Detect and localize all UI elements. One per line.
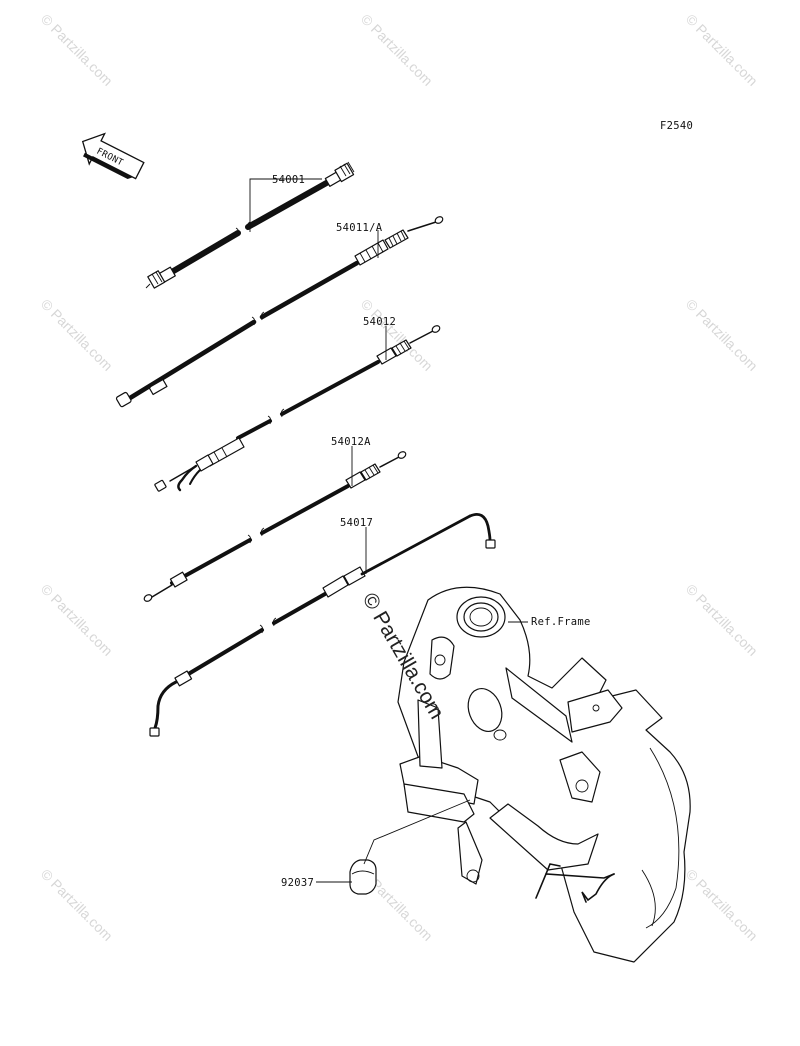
part-label-54012a[interactable]: 54012A [331,436,371,448]
figure-code: F2540 [660,120,693,132]
watermark: © Partzilla.com [683,11,761,89]
part-label-54017[interactable]: 54017 [340,517,373,529]
clamp-92037[interactable] [349,859,377,895]
watermark: © Partzilla.com [38,581,116,659]
leader-54001 [249,178,322,232]
leader-92037 [316,799,471,883]
speedometer-cable-54001[interactable] [145,161,355,289]
clutch-cable-54011a[interactable] [115,215,444,408]
throttle-cable-54012[interactable] [154,324,441,492]
watermark: © Partzilla.com [683,581,761,659]
part-label-92037[interactable]: 92037 [281,877,314,889]
watermark: © Partzilla.com [38,296,116,374]
reference-frame [397,586,691,963]
front-arrow-icon: FRONT [81,132,145,180]
watermark: © Partzilla.com [38,866,116,944]
watermark: © Partzilla.com [358,11,436,89]
part-label-54001[interactable]: 54001 [272,174,305,186]
watermark: © Partzilla.com [38,11,116,89]
ref-frame-label: Ref.Frame [531,616,591,628]
throttle-cable-54012a[interactable] [143,450,407,602]
part-label-54012[interactable]: 54012 [363,316,396,328]
watermark: © Partzilla.com [683,866,761,944]
choke-cable-54017[interactable] [149,512,496,737]
part-label-54011a[interactable]: 54011/A [336,222,383,234]
watermark: © Partzilla.com [683,296,761,374]
